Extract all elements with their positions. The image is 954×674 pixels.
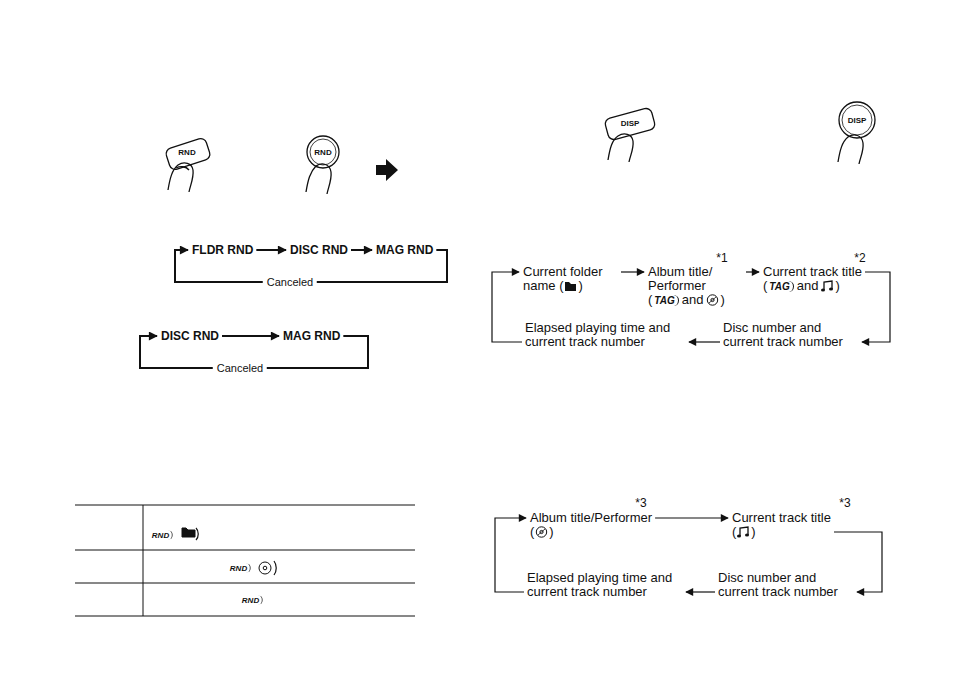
item-text: Album title/Performer <box>530 511 652 525</box>
mode-indicator: RND <box>151 531 173 540</box>
button-label: RND <box>178 148 195 157</box>
flow-arrow <box>492 272 522 342</box>
button-label: DISP <box>621 119 640 128</box>
random-mode: DISC RND <box>290 243 348 257</box>
folder-icon <box>182 528 198 540</box>
item-text: DISC RND <box>290 243 348 257</box>
footnote-mark: *3 <box>635 496 646 510</box>
item-text: Current track title <box>763 265 862 279</box>
disc-icon <box>706 294 719 306</box>
rnd-button-press <box>165 137 212 192</box>
button-label: RND <box>314 148 331 157</box>
item-text: TAG <box>653 295 678 306</box>
display-item: Current track title(TAG and) <box>763 265 862 294</box>
rnd-round-button-press <box>306 136 339 194</box>
flow-arrow <box>746 271 759 272</box>
item-text: Elapsed playing time and current track n… <box>525 320 670 349</box>
item-text: Disc number and current track number <box>718 570 838 599</box>
flow-arrow <box>655 517 728 518</box>
disp-round-button-press <box>838 102 875 164</box>
flow-arrow <box>862 272 890 342</box>
edge-label: Canceled <box>213 362 267 374</box>
item-text: MAG RND <box>376 243 433 257</box>
item-text: and <box>797 278 819 293</box>
display-item: Current folder name () <box>523 265 618 293</box>
display-item: Elapsed playing time and current track n… <box>525 321 685 349</box>
item-text: ) <box>751 524 755 539</box>
item-text: Disc number and current track number <box>723 320 843 349</box>
edge-label: Canceled <box>263 276 317 288</box>
display-item: Album title/ Performer(TAG and) <box>648 265 743 308</box>
flow-arrow <box>621 271 644 272</box>
flow-arrow <box>689 341 720 342</box>
item-text: Elapsed playing time and current track n… <box>527 570 672 599</box>
flow-arrow <box>256 249 286 251</box>
item-text: FLDR RND <box>192 243 253 257</box>
disc-icon <box>535 526 548 538</box>
item-text: ) <box>835 278 839 293</box>
flow-arrow <box>834 532 882 592</box>
item-text: Album title/ Performer <box>648 265 743 293</box>
mode-indicator: RND <box>229 564 251 573</box>
disp-button-press <box>604 107 656 162</box>
item-text: ( <box>648 292 652 307</box>
footnote-mark: *3 <box>839 496 850 510</box>
item-text: Current track title <box>732 511 831 525</box>
item-text: and <box>682 292 704 307</box>
display-item: Current track title() <box>732 511 831 539</box>
item-text: ) <box>549 524 553 539</box>
random-mode: MAG RND <box>283 329 340 343</box>
flow-arrow <box>686 591 715 592</box>
item-text: MAG RND <box>283 329 340 343</box>
footnote-mark: *1 <box>716 251 727 265</box>
flow-arrow <box>351 249 372 251</box>
footnote-mark: *2 <box>854 251 865 265</box>
display-item: Elapsed playing time and current track n… <box>527 571 682 599</box>
display-item: Disc number and current track number <box>718 571 853 599</box>
note-icon <box>821 280 834 292</box>
flow-arrow <box>222 335 279 337</box>
mode-indicator: RND <box>241 596 263 605</box>
random-mode: DISC RND <box>161 329 219 343</box>
item-text: DISC RND <box>161 329 219 343</box>
note-icon <box>737 526 750 538</box>
random-mode: FLDR RND <box>192 243 253 257</box>
display-item: Disc number and current track number <box>723 321 858 349</box>
next-arrow <box>376 159 398 181</box>
display-item: Album title/Performer() <box>530 511 652 539</box>
item-text: ( <box>732 524 736 539</box>
item-text: ) <box>720 292 724 307</box>
button-label: DISP <box>848 116 867 125</box>
folder-icon <box>564 280 577 292</box>
item-text: TAG <box>768 281 793 292</box>
item-text: ) <box>578 278 582 293</box>
item-text: ( <box>530 524 534 539</box>
mode-table <box>75 505 415 616</box>
random-mode: MAG RND <box>376 243 433 257</box>
flow-arrow <box>495 518 526 592</box>
disc-icon <box>259 561 276 575</box>
item-text: ( <box>763 278 767 293</box>
item-text: Current folder name ( <box>523 264 602 293</box>
